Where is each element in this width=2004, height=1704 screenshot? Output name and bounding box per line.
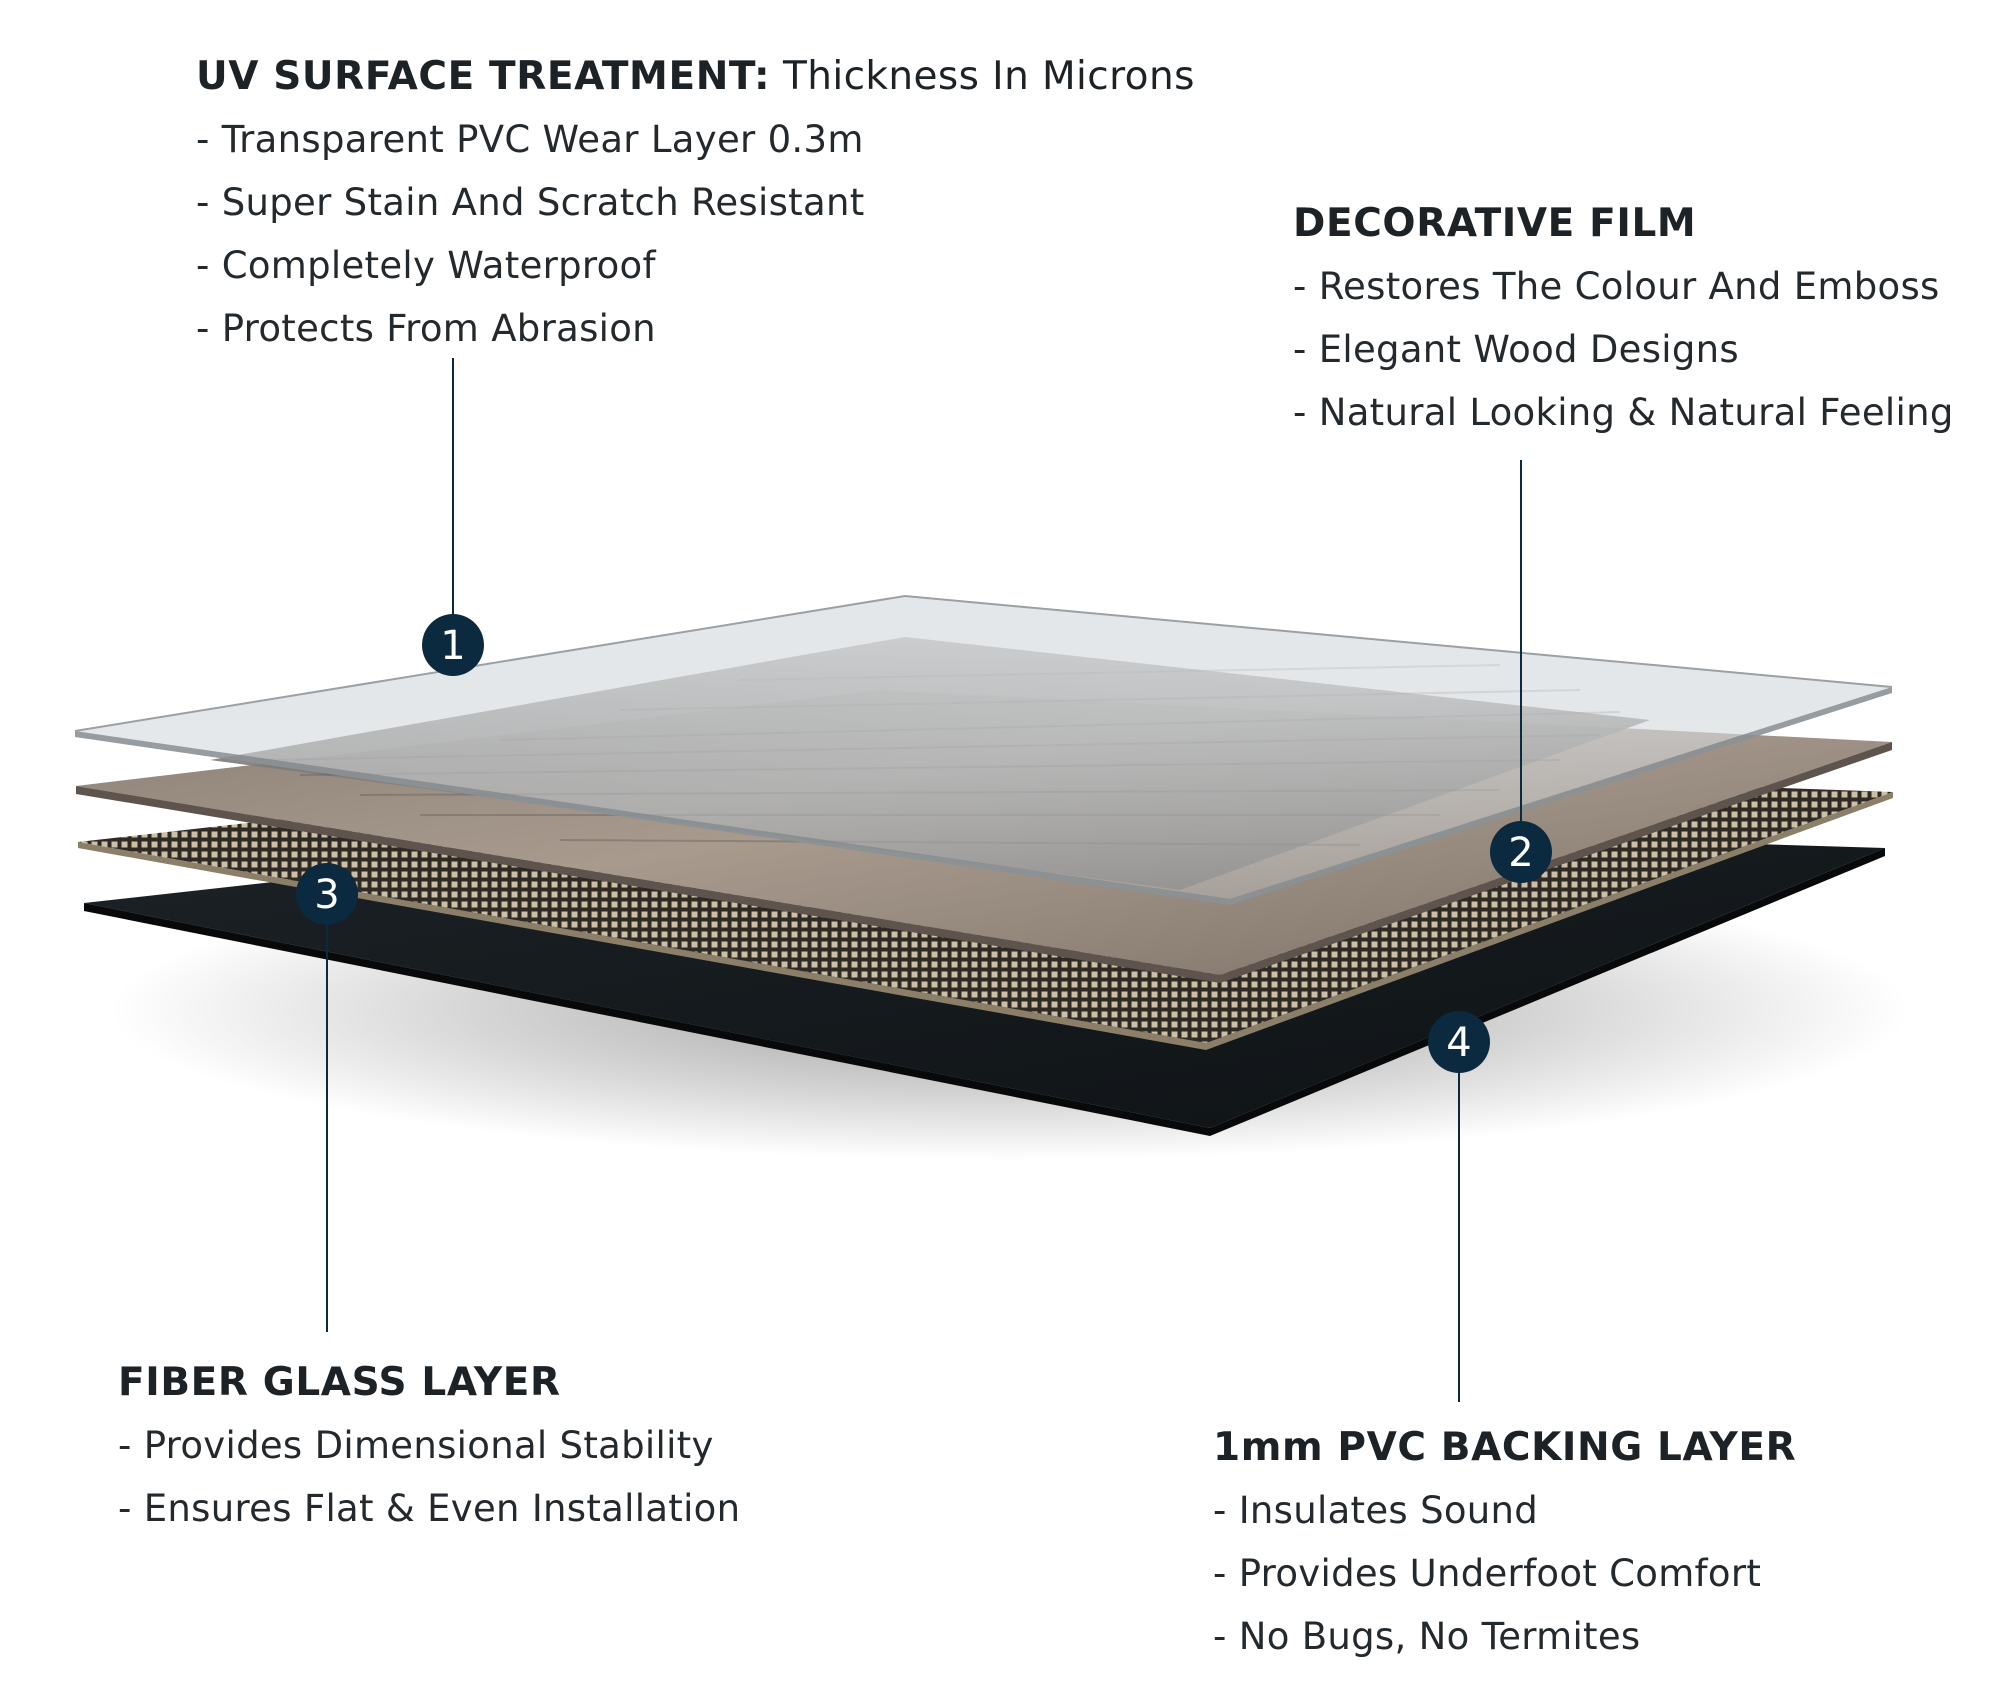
uv-item: - Completely Waterproof (196, 244, 656, 287)
decor-item: - Restores The Colour And Emboss (1293, 265, 1940, 308)
decorative-film-section: DECORATIVE FILM - Restores The Colour An… (1293, 201, 1954, 453)
uv-item: - Super Stain And Scratch Resistant (196, 181, 865, 224)
badge-1-number: 1 (440, 623, 465, 669)
badge-4-number: 4 (1446, 1020, 1471, 1066)
pvc-backing-section: 1mm PVC BACKING LAYER - Insulates Sound … (1213, 1425, 1796, 1677)
badge-4: 4 (1428, 1011, 1490, 1073)
uv-surface-treatment-heading: UV SURFACE TREATMENT: Thickness In Micro… (196, 54, 1195, 100)
badge-3-number: 3 (314, 872, 339, 918)
backing-item: - Provides Underfoot Comfort (1213, 1552, 1762, 1595)
pvc-backing-title: 1mm PVC BACKING LAYER (1213, 1425, 1797, 1470)
backing-item: - No Bugs, No Termites (1213, 1615, 1641, 1658)
uv-surface-treatment-title: UV SURFACE TREATMENT: (196, 54, 771, 99)
badge-2-number: 2 (1508, 830, 1533, 876)
backing-item: - Insulates Sound (1213, 1489, 1539, 1532)
badge-2: 2 (1490, 821, 1552, 883)
decorative-film-title: DECORATIVE FILM (1293, 201, 1697, 246)
decorative-film-heading: DECORATIVE FILM (1293, 201, 1954, 247)
uv-wear-layer-outline (74, 594, 1893, 732)
uv-surface-treatment-section: UV SURFACE TREATMENT: Thickness In Micro… (196, 54, 1195, 369)
fiber-item: - Provides Dimensional Stability (118, 1424, 714, 1467)
fiber-glass-title: FIBER GLASS LAYER (118, 1360, 561, 1405)
badge-3: 3 (296, 863, 358, 925)
decor-item: - Elegant Wood Designs (1293, 328, 1739, 371)
uv-surface-treatment-subtitle: Thickness In Microns (783, 54, 1195, 99)
uv-item: - Transparent PVC Wear Layer 0.3m (196, 118, 864, 161)
fiber-glass-heading: FIBER GLASS LAYER (118, 1360, 740, 1406)
pvc-backing-heading: 1mm PVC BACKING LAYER (1213, 1425, 1796, 1471)
badge-1: 1 (422, 614, 484, 676)
uv-wear-layer (75, 596, 1892, 899)
uv-item: - Protects From Abrasion (196, 307, 656, 350)
decor-item: - Natural Looking & Natural Feeling (1293, 391, 1954, 434)
fiber-glass-section: FIBER GLASS LAYER - Provides Dimensional… (118, 1360, 740, 1549)
fiber-item: - Ensures Flat & Even Installation (118, 1487, 741, 1530)
